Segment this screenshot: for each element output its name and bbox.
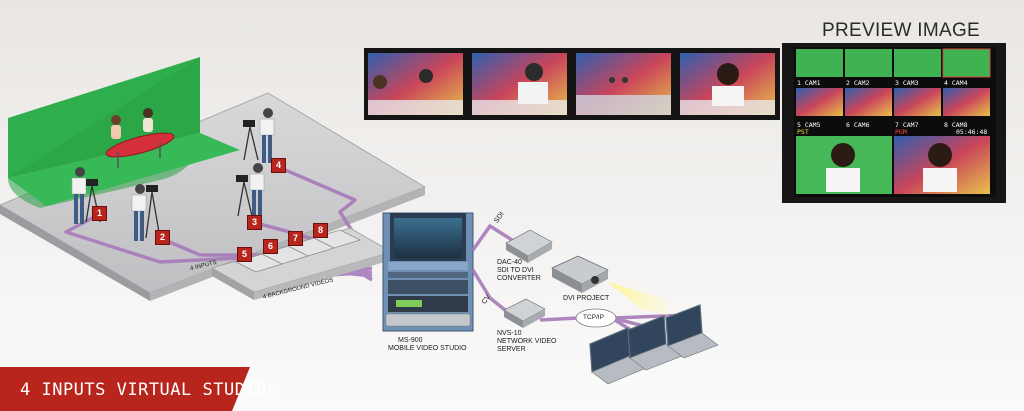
multiview-label-4: 4 CAM4 [944,79,967,87]
camera-badge-2: 2 [155,230,170,245]
multiview-time: 05:46:48 [956,128,987,136]
server-type-label: NETWORK VIDEO [497,338,557,346]
converter-name-label: CONVERTER [497,275,541,283]
background-badge-5: 5 [237,247,252,262]
nvs10-server [504,299,545,328]
background-badge-8: 8 [313,223,328,238]
studio-name-label: MOBILE VIDEO STUDIO [388,345,467,353]
dvi-projector [552,256,668,316]
banner-title: 4 INPUTS VIRTUAL STUDIOS [20,380,278,400]
multiview-label-3: 3 CAM3 [895,79,918,87]
converter-type-label: SDI TO DVI [497,267,534,275]
background-badge-6: 6 [263,239,278,254]
multiview-pgm: PGM [895,128,907,136]
studio-model-label: MS-900 [398,337,423,345]
ms900-rack [383,213,473,331]
camera-badge-1: 1 [92,206,107,221]
thumbnail-strip [364,48,780,120]
server-name-label: SERVER [497,346,526,354]
laptop-3 [666,305,718,358]
converter-model-label: DAC-40 [497,259,522,267]
multiview-label-6: 6 CAM6 [846,121,869,129]
background-badge-7: 7 [288,231,303,246]
camera-badge-3: 3 [247,215,262,230]
projector-label: DVI PROJECT [563,295,609,303]
multiview-label-1: 1 CAM1 [797,79,820,87]
multiview-pst: PST [797,128,809,136]
camera-badge-4: 4 [271,158,286,173]
tcpip-label: TCP/IP [583,314,604,322]
preview-title: PREVIEW IMAGE [822,20,980,42]
multiview-label-2: 2 CAM2 [846,79,869,87]
server-model-label: NVS-10 [497,330,522,338]
